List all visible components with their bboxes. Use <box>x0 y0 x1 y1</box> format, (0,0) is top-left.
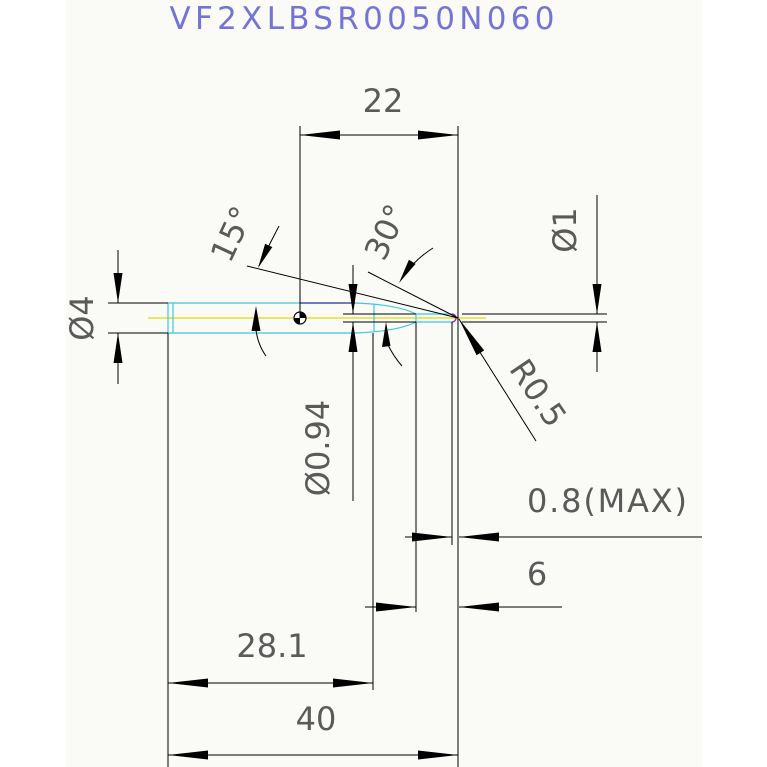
angle-15-arc-lower <box>255 329 267 357</box>
angle-30-line <box>367 271 459 319</box>
dim-22-arrow-left <box>300 130 340 140</box>
dimension-0-8-max: 0.8(MAX) <box>405 322 702 545</box>
tool-outline <box>167 302 452 334</box>
angle-30-arrow-upper <box>399 259 416 283</box>
dim-28-1-arrow-right <box>333 678 373 688</box>
dim-28-1-arrow-left <box>168 678 208 688</box>
dim-6-arrow-right <box>459 602 499 612</box>
dim-28-1-label: 28.1 <box>236 627 307 665</box>
dim-0-8-arrow-right <box>459 532 499 542</box>
angle-30-arc-lower <box>387 344 403 367</box>
drawing-sheet <box>66 0 702 767</box>
diameter-4: Ø4 <box>63 250 168 384</box>
diameter-0-94: Ø0.94 <box>299 265 416 501</box>
radius-arrow <box>459 319 485 356</box>
dimension-6: 6 <box>365 322 562 612</box>
dia-4-label: Ø4 <box>63 295 101 341</box>
center-mark-quadrant-tr <box>300 312 306 318</box>
dia-4-arrow-lower <box>113 333 123 363</box>
dim-0-8-label: 0.8(MAX) <box>527 482 687 520</box>
dimension-22: 22 <box>299 82 459 767</box>
angle-30-arrow-lower <box>382 322 391 347</box>
angle-15-arrow-lower <box>251 306 261 331</box>
dia-4-arrow-upper <box>113 273 123 303</box>
dim-22-label: 22 <box>363 82 404 120</box>
center-mark-quadrant-bl <box>294 318 300 324</box>
dia-1-label: Ø1 <box>546 207 584 253</box>
dim-6-arrow-left <box>376 602 416 612</box>
dimension-40: 40 <box>167 333 458 767</box>
dim-0-8-arrow-left <box>412 532 452 542</box>
dim-22-arrow-right <box>418 130 458 140</box>
dia-0-94-arrow-upper <box>348 284 358 314</box>
dim-40-arrow-right <box>418 750 458 760</box>
dim-6-label: 6 <box>527 555 547 593</box>
diameter-1: Ø1 <box>462 195 607 372</box>
angle-15-arrow-upper <box>258 243 273 268</box>
dim-40-arrow-left <box>168 750 208 760</box>
dia-1-arrow-lower <box>592 322 602 352</box>
dia-0-94-label: Ø0.94 <box>299 400 337 496</box>
dia-0-94-arrow-lower <box>348 322 358 352</box>
dia-1-arrow-upper <box>592 284 602 314</box>
dim-40-label: 40 <box>296 700 337 738</box>
dimension-28-1: 28.1 <box>168 333 374 690</box>
